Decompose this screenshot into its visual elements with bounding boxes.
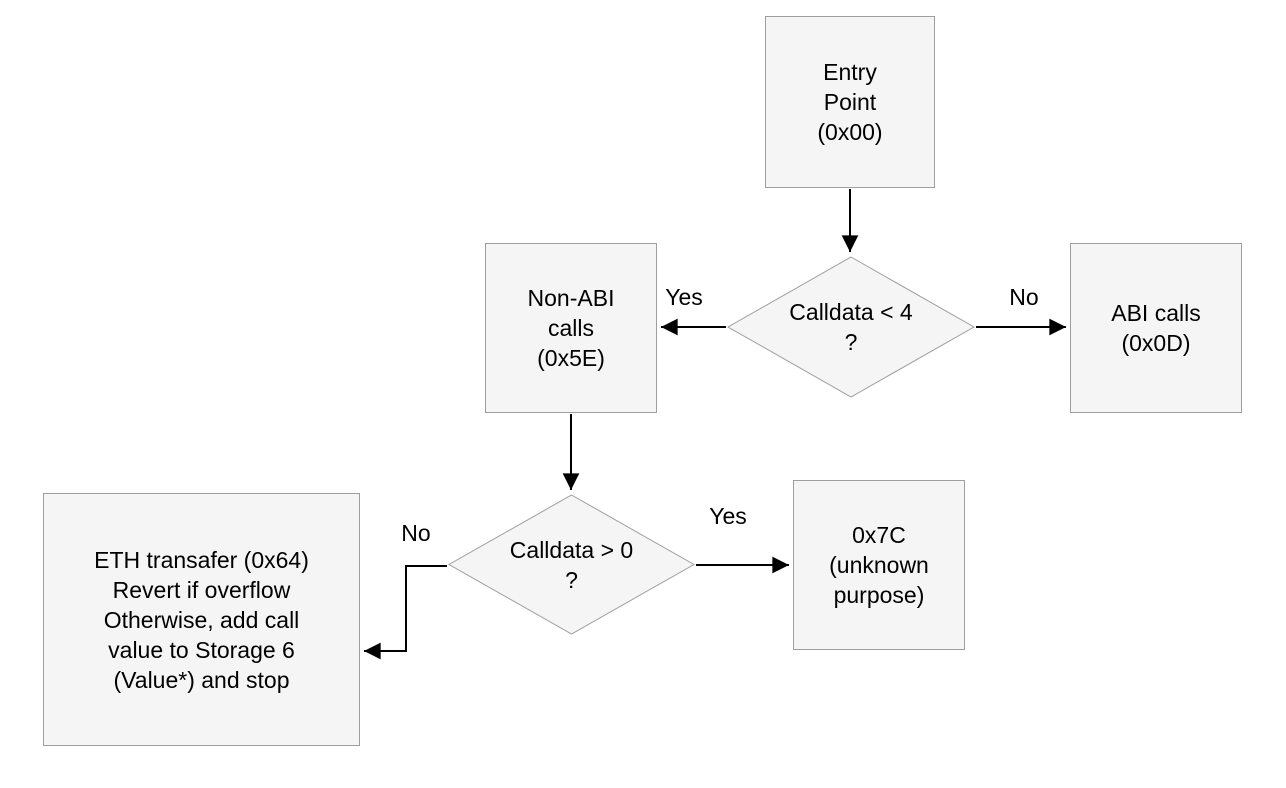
node-0x7c-unknown: 0x7C (unknown purpose)	[793, 480, 965, 650]
node-eth-transfer-label: ETH transafer (0x64) Revert if overflow …	[94, 546, 309, 693]
diamond-shape	[448, 494, 695, 635]
node-entry-point-label: Entry Point (0x00)	[817, 59, 883, 145]
diamond-shape	[727, 256, 975, 398]
edge-label-decision1-yes: Yes	[663, 283, 705, 311]
edge-label-decision2-no: No	[399, 519, 433, 547]
decision-calldata-lt-4-label: Calldata < 4 ?	[789, 299, 913, 355]
decision-calldata-lt-4: Calldata < 4 ?	[727, 256, 975, 398]
node-non-abi-calls-label: Non-ABI calls (0x5E)	[527, 285, 615, 371]
node-eth-transfer: ETH transafer (0x64) Revert if overflow …	[43, 493, 360, 746]
decision-calldata-gt-0: Calldata > 0 ?	[448, 494, 695, 635]
node-abi-calls-label: ABI calls (0x0D)	[1111, 300, 1201, 356]
node-entry-point: Entry Point (0x00)	[765, 16, 935, 188]
node-0x7c-unknown-label: 0x7C (unknown purpose)	[829, 522, 929, 608]
edge-label-decision2-yes: Yes	[707, 502, 749, 530]
decision-calldata-gt-0-label: Calldata > 0 ?	[509, 536, 634, 593]
node-abi-calls: ABI calls (0x0D)	[1070, 243, 1242, 413]
edge-label-decision1-no: No	[1007, 283, 1041, 311]
node-non-abi-calls: Non-ABI calls (0x5E)	[485, 243, 657, 413]
connector-decision2-no-to-eth	[364, 565, 447, 660]
